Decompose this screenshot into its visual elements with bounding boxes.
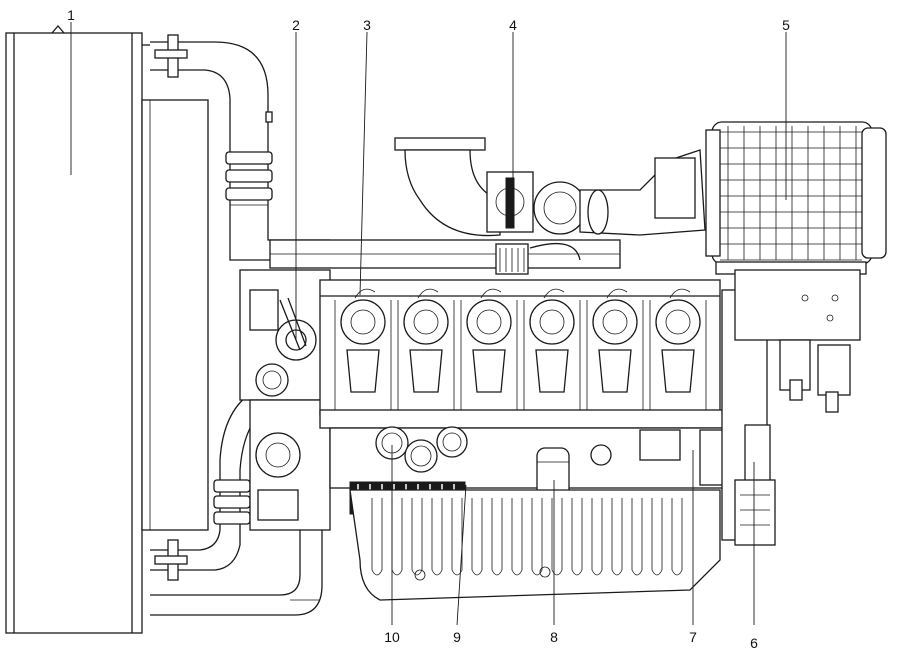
cylinder-head-4 [523, 288, 581, 410]
air-filter [705, 121, 887, 275]
cylinder-head-6 [649, 288, 707, 410]
flywheel-housing [721, 269, 861, 546]
callout-6: 6 [750, 635, 758, 651]
callout-5: 5 [782, 17, 790, 33]
callout-labels: 1 2 3 4 5 6 7 8 9 10 [67, 7, 790, 651]
callout-1: 1 [67, 7, 75, 23]
callout-9: 9 [453, 629, 461, 645]
leader-3 [359, 31, 368, 296]
turbocharger-assembly [269, 137, 706, 275]
callout-8: 8 [550, 629, 558, 645]
engine-front [239, 269, 331, 531]
callout-10: 10 [384, 629, 400, 645]
upper-coolant-pipe [150, 34, 330, 261]
leader-lines [70, 22, 787, 626]
callout-7: 7 [689, 629, 697, 645]
leader-9 [456, 484, 467, 626]
cylinder-head-5 [586, 288, 644, 410]
cylinder-heads [319, 279, 726, 429]
callout-4: 4 [509, 17, 517, 33]
cylinder-head-2 [397, 288, 455, 410]
cylinder-head-1 [334, 288, 392, 410]
callout-3: 3 [363, 17, 371, 33]
oil-sump [349, 489, 721, 601]
cylinder-head-3 [460, 288, 518, 410]
radiator [5, 25, 209, 634]
callout-2: 2 [292, 17, 300, 33]
engine-block [329, 426, 726, 515]
